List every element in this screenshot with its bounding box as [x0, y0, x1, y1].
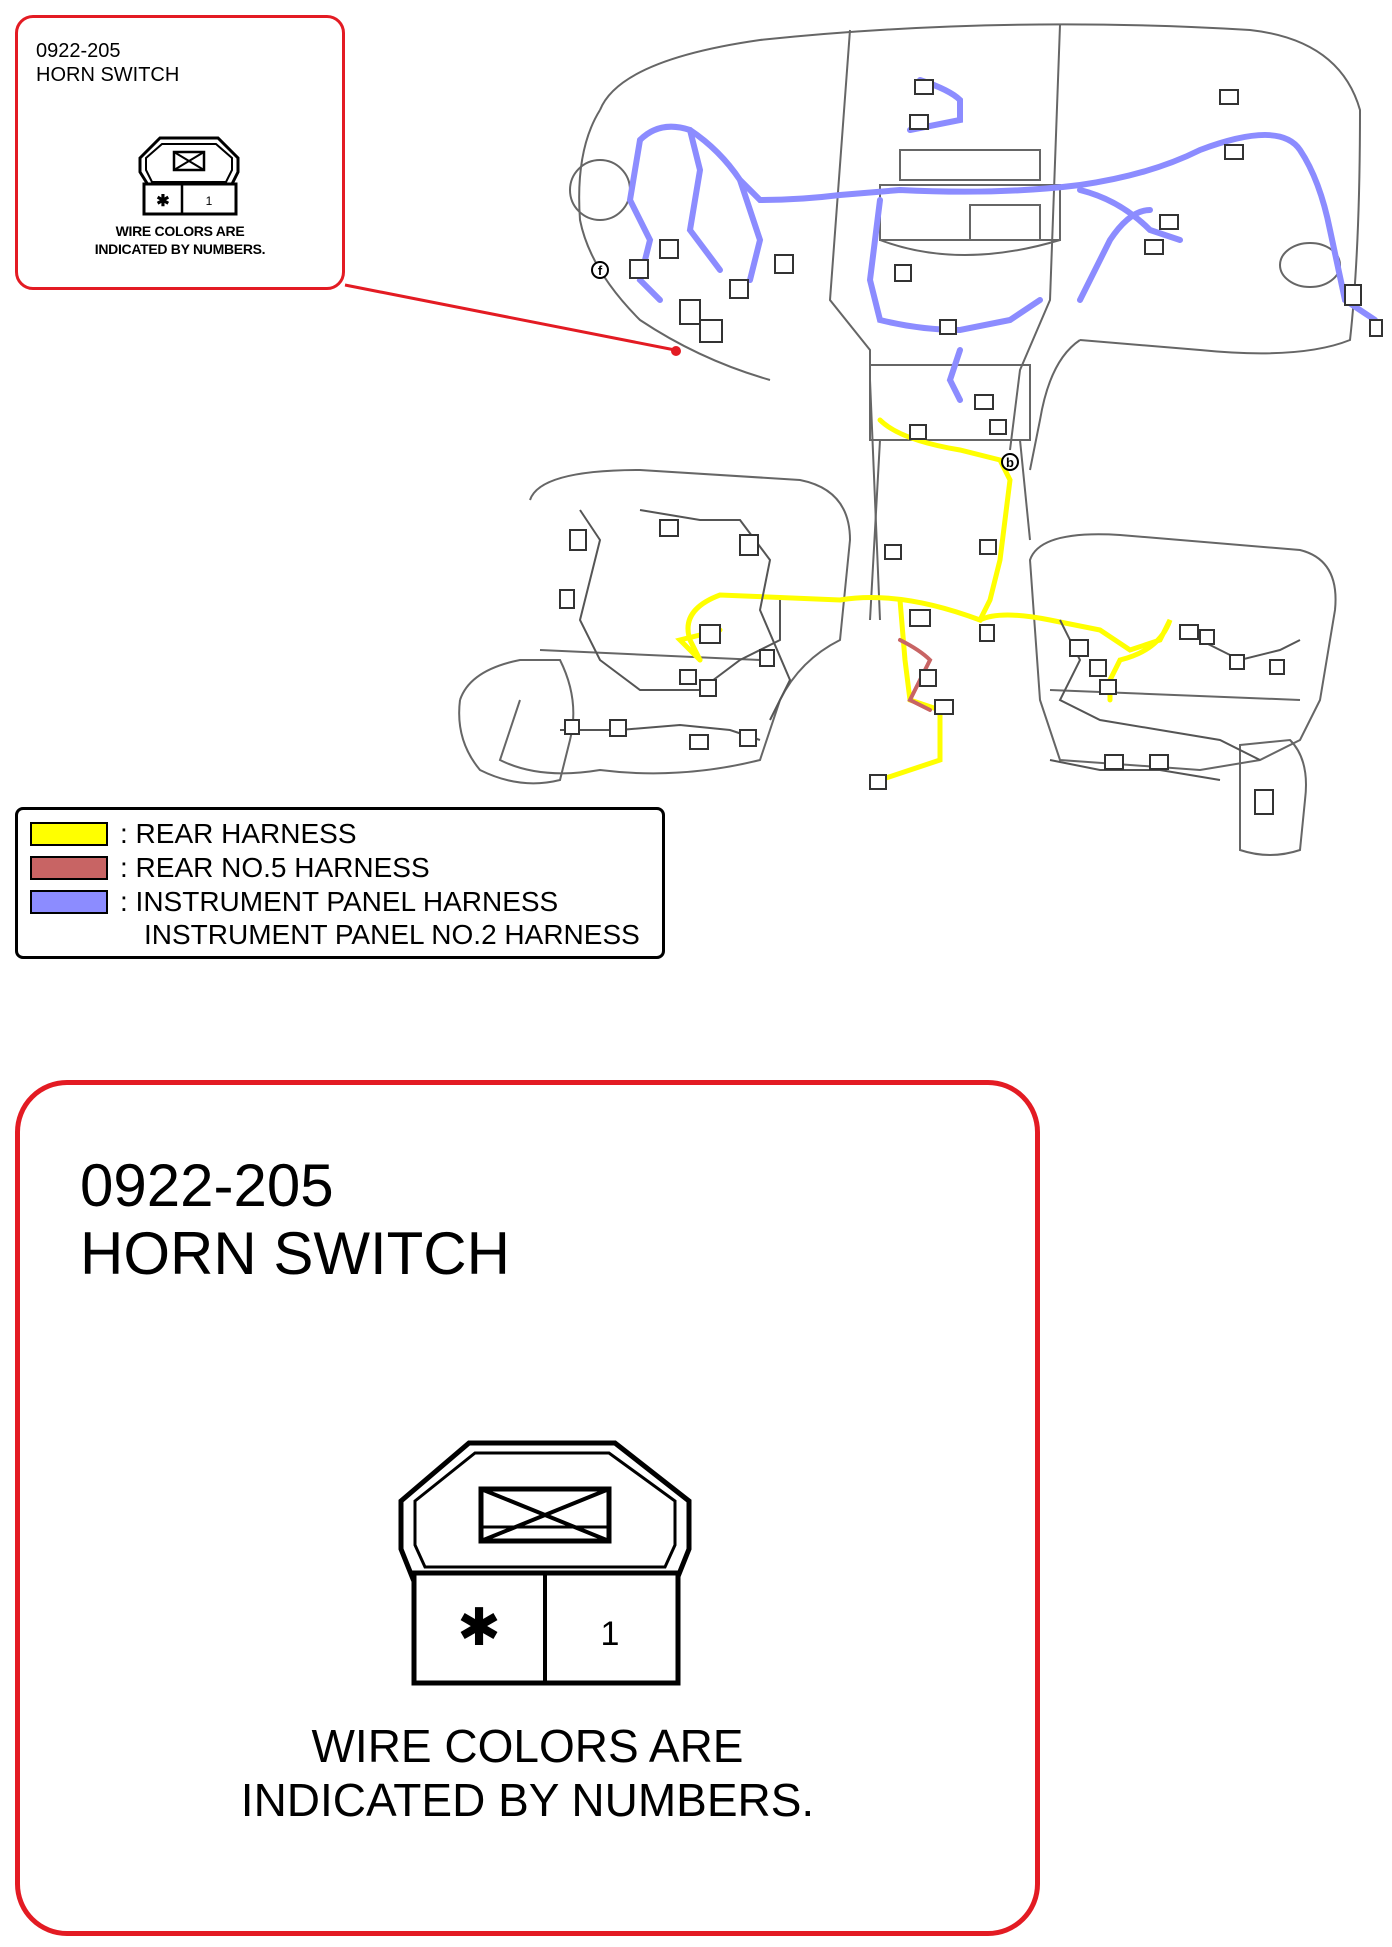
instrument-panel-harness: [626, 77, 1378, 403]
harness-legend: : REAR HARNESS : REAR NO.5 HARNESS : INS…: [15, 807, 665, 959]
legend-item-rear-harness: : REAR HARNESS: [30, 819, 357, 849]
legend-label: : REAR HARNESS: [120, 818, 357, 849]
connectors: [559, 79, 1383, 815]
connector-face-icon: ✱ 1: [138, 136, 240, 216]
note-line-1: WIRE COLORS ARE: [115, 223, 245, 239]
connector-code: 0922-205: [80, 1152, 334, 1219]
connector-callout-large: 0922-205 HORN SWITCH ✱ 1 WIRE COLORS ARE…: [15, 1080, 1040, 1936]
note-line-2: INDICATED BY NUMBERS.: [94, 241, 266, 257]
connector-code: 0922-205: [36, 40, 121, 62]
reference-marker-f: f: [591, 261, 609, 279]
pin-1-label: 1: [206, 194, 213, 208]
reference-marker-b-label: b: [1006, 455, 1014, 470]
legend-item-instrument-panel-harness: : INSTRUMENT PANEL HARNESS: [30, 887, 558, 917]
rear-harness-swatch: [30, 822, 108, 846]
legend-label: : REAR NO.5 HARNESS: [120, 852, 430, 883]
rear-harness: [675, 417, 1173, 783]
note-line-1: WIRE COLORS ARE: [311, 1720, 744, 1772]
rear-no5-harness-swatch: [30, 856, 108, 880]
pin-star-label: ✱: [457, 1599, 501, 1657]
callout-leader-line: [344, 283, 676, 352]
connector-callout-small: 0922-205 HORN SWITCH ✱ 1 WIRE COLORS ARE…: [15, 15, 345, 290]
reference-marker-b: b: [1001, 453, 1019, 471]
legend-item-rear-no5-harness: : REAR NO.5 HARNESS: [30, 853, 430, 883]
right-seat-outline: [1028, 533, 1337, 856]
wire-color-note: WIRE COLORS ARE INDICATED BY NUMBERS.: [18, 222, 342, 258]
pin-1-label: 1: [601, 1615, 620, 1653]
left-seat-outline: [458, 468, 852, 785]
connector-location-marker: [671, 346, 681, 356]
wire-color-note: WIRE COLORS ARE INDICATED BY NUMBERS.: [20, 1719, 1035, 1827]
reference-marker-f-label: f: [598, 263, 603, 278]
connector-name: HORN SWITCH: [36, 64, 180, 86]
pin-star-label: ✱: [156, 193, 169, 210]
legend-label: : INSTRUMENT PANEL HARNESS: [120, 886, 559, 917]
connector-name: HORN SWITCH: [80, 1220, 510, 1287]
legend-label: INSTRUMENT PANEL NO.2 HARNESS: [144, 919, 640, 950]
legend-item-instrument-panel-no2-harness: INSTRUMENT PANEL NO.2 HARNESS: [144, 920, 640, 950]
instrument-panel-harness-swatch: [30, 890, 108, 914]
connector-face-icon: ✱ 1: [398, 1440, 692, 1686]
note-line-2: INDICATED BY NUMBERS.: [240, 1774, 815, 1826]
misc-wiring: [560, 509, 1301, 781]
